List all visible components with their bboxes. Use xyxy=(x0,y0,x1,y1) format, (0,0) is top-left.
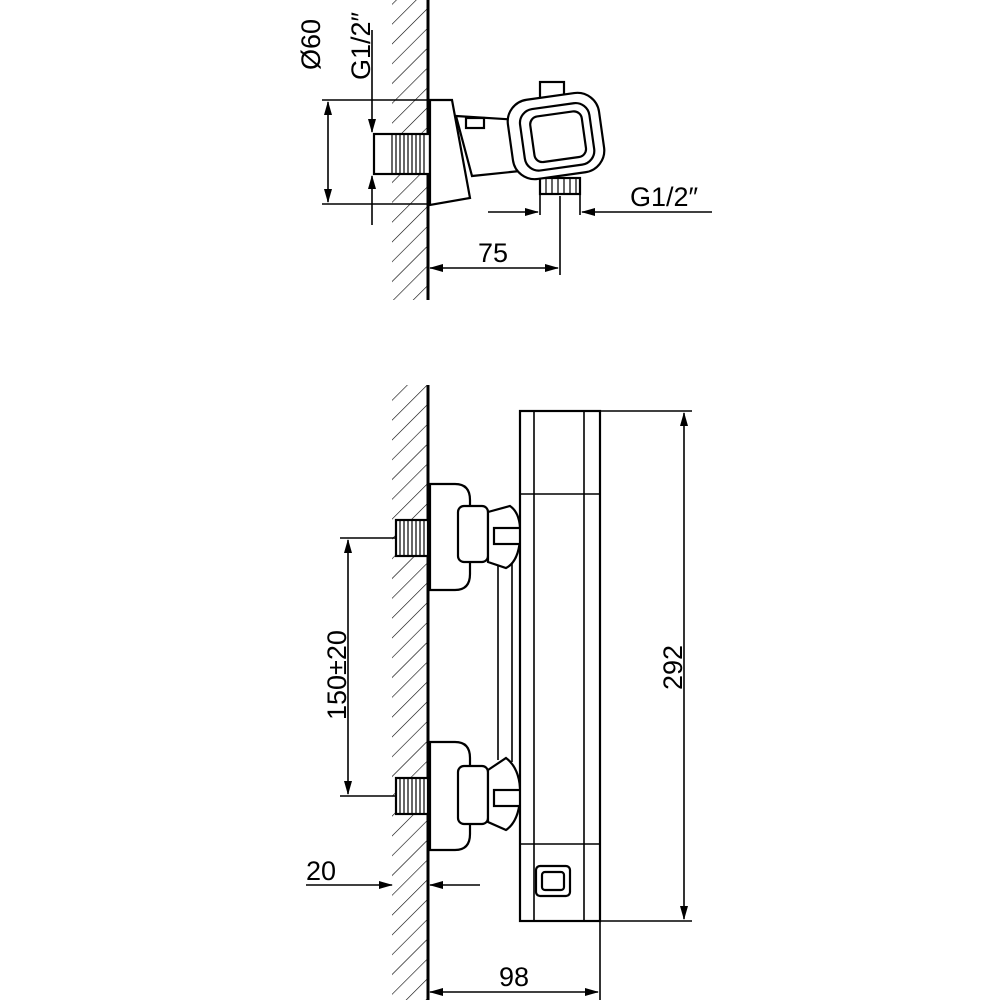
label-wall-offset: 20 xyxy=(306,856,336,886)
side-view: 292 150±20 20 98 xyxy=(306,385,692,1000)
top-view: Ø60 G1/2″ G1/2″ 75 xyxy=(296,0,712,300)
lower-inlet-thread xyxy=(394,776,430,816)
dim-diameter xyxy=(322,99,430,205)
label-total-depth: 98 xyxy=(499,962,529,992)
side-outlet-square xyxy=(534,864,572,898)
label-projection: 75 xyxy=(478,238,508,268)
label-inlet-thread: G1/2″ xyxy=(346,11,376,80)
top-square-handle xyxy=(506,80,606,181)
label-total-height: 292 xyxy=(658,645,688,690)
top-inlet-thread xyxy=(372,132,432,176)
upper-escutcheon xyxy=(428,482,526,592)
side-wall xyxy=(392,385,430,1000)
dim-inlet-spacing xyxy=(340,537,396,797)
dim-projection xyxy=(429,196,561,275)
dim-total-height xyxy=(600,410,692,922)
dim-total-depth xyxy=(427,921,601,1000)
label-diameter: Ø60 xyxy=(296,19,326,70)
side-connecting-tube xyxy=(497,560,513,762)
label-inlet-spacing: 150±20 xyxy=(322,630,352,720)
top-escutcheon xyxy=(428,98,472,207)
upper-inlet-thread xyxy=(394,518,430,558)
top-outlet-nut xyxy=(538,176,582,215)
label-outlet-thread: G1/2″ xyxy=(630,182,699,212)
lower-escutcheon xyxy=(428,740,526,852)
thermostat-body xyxy=(518,409,602,923)
